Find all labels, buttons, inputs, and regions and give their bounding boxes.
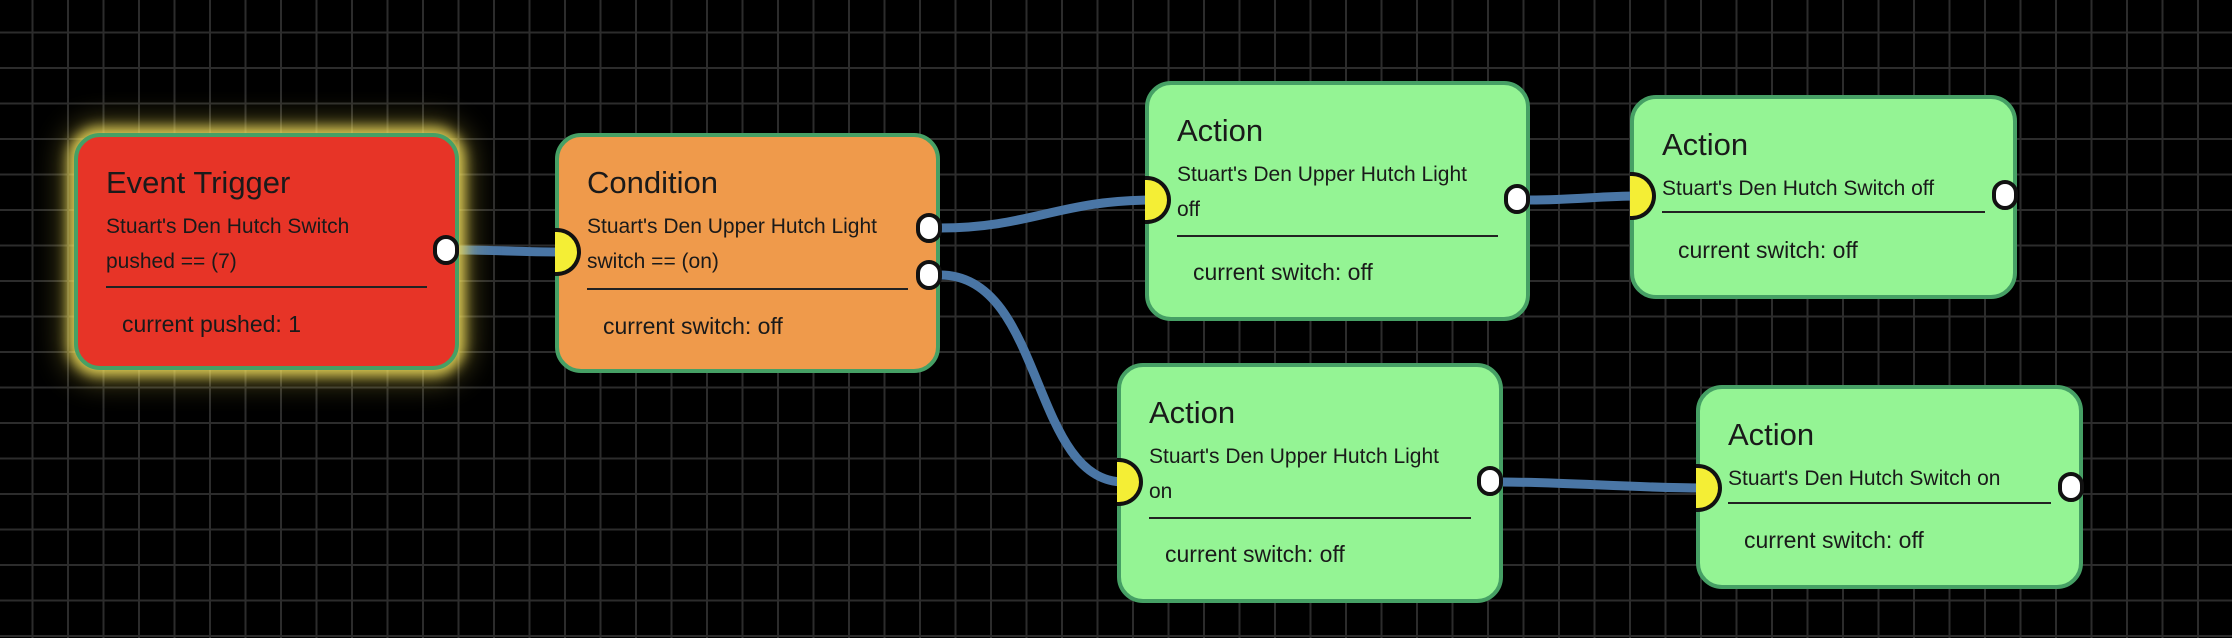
node-description-line: Stuart's Den Hutch Switch on: [1728, 467, 2001, 490]
node-status: current switch: off: [1193, 259, 1373, 285]
action-node-upper-hutch-light-off[interactable]: Action Stuart's Den Upper Hutch Light of…: [1145, 81, 1530, 321]
node-status: current switch: off: [603, 313, 783, 339]
node-title: Condition: [587, 165, 718, 200]
wire-action-upper-off-to-action-hutch-off: [1525, 191, 1643, 205]
node-description: Stuart's Den Hutch Switch on: [1728, 461, 2000, 496]
node-title: Action: [1662, 127, 1749, 162]
node-description-line: off: [1177, 198, 1200, 221]
node-description-line: Stuart's Den Hutch Switch: [106, 215, 350, 238]
node-title: Event Trigger: [106, 165, 291, 200]
node-title: Action: [1149, 395, 1236, 430]
node-description-line: pushed == (7): [106, 250, 237, 273]
node-divider: [1149, 517, 1471, 519]
action-node-hutch-switch-on[interactable]: Action Stuart's Den Hutch Switch on curr…: [1696, 385, 2083, 589]
wire-trigger-to-condition: [450, 245, 565, 257]
event-trigger-node[interactable]: Event Trigger Stuart's Den Hutch Switch …: [74, 133, 459, 370]
node-description: Stuart's Den Upper Hutch Light off: [1177, 157, 1467, 227]
node-title: Action: [1728, 417, 1815, 452]
node-divider: [1728, 502, 2051, 504]
node-description: Stuart's Den Upper Hutch Light on: [1149, 439, 1439, 509]
output-port-false[interactable]: [916, 260, 942, 290]
node-status: current pushed: 1: [122, 311, 302, 337]
output-port[interactable]: [1992, 180, 2018, 210]
node-description-line: Stuart's Den Upper Hutch Light: [1149, 445, 1439, 468]
node-description: Stuart's Den Upper Hutch Light switch ==…: [587, 209, 877, 279]
output-port[interactable]: [1477, 466, 1503, 496]
node-description-line: Stuart's Den Upper Hutch Light: [1177, 163, 1467, 186]
output-port[interactable]: [2058, 472, 2084, 502]
wire-condition-to-action-upper-off: [935, 195, 1157, 233]
node-divider: [106, 286, 427, 288]
action-node-upper-hutch-light-on[interactable]: Action Stuart's Den Upper Hutch Light on…: [1117, 363, 1503, 603]
output-port[interactable]: [433, 235, 459, 265]
node-status: current switch: off: [1678, 237, 1858, 263]
output-port[interactable]: [1504, 184, 1530, 214]
action-node-hutch-switch-off[interactable]: Action Stuart's Den Hutch Switch off cur…: [1630, 95, 2017, 299]
condition-node[interactable]: Condition Stuart's Den Upper Hutch Light…: [555, 133, 940, 373]
output-port-true[interactable]: [916, 213, 942, 243]
node-title: Action: [1177, 113, 1264, 148]
node-divider: [1662, 211, 1985, 213]
node-description: Stuart's Den Hutch Switch off: [1662, 171, 1934, 206]
node-description-line: switch == (on): [587, 250, 719, 273]
wire-condition-to-action-upper-on: [935, 270, 1129, 487]
node-description-line: Stuart's Den Hutch Switch off: [1662, 177, 1935, 200]
wire-action-upper-on-to-action-hutch-on: [1497, 477, 1707, 493]
node-description-line: Stuart's Den Upper Hutch Light: [587, 215, 877, 238]
node-status: current switch: off: [1744, 527, 1924, 553]
node-status: current switch: off: [1165, 541, 1345, 567]
node-description: Stuart's Den Hutch Switch pushed == (7): [106, 209, 349, 279]
node-divider: [587, 288, 908, 290]
node-description-line: on: [1149, 480, 1173, 503]
node-divider: [1177, 235, 1498, 237]
